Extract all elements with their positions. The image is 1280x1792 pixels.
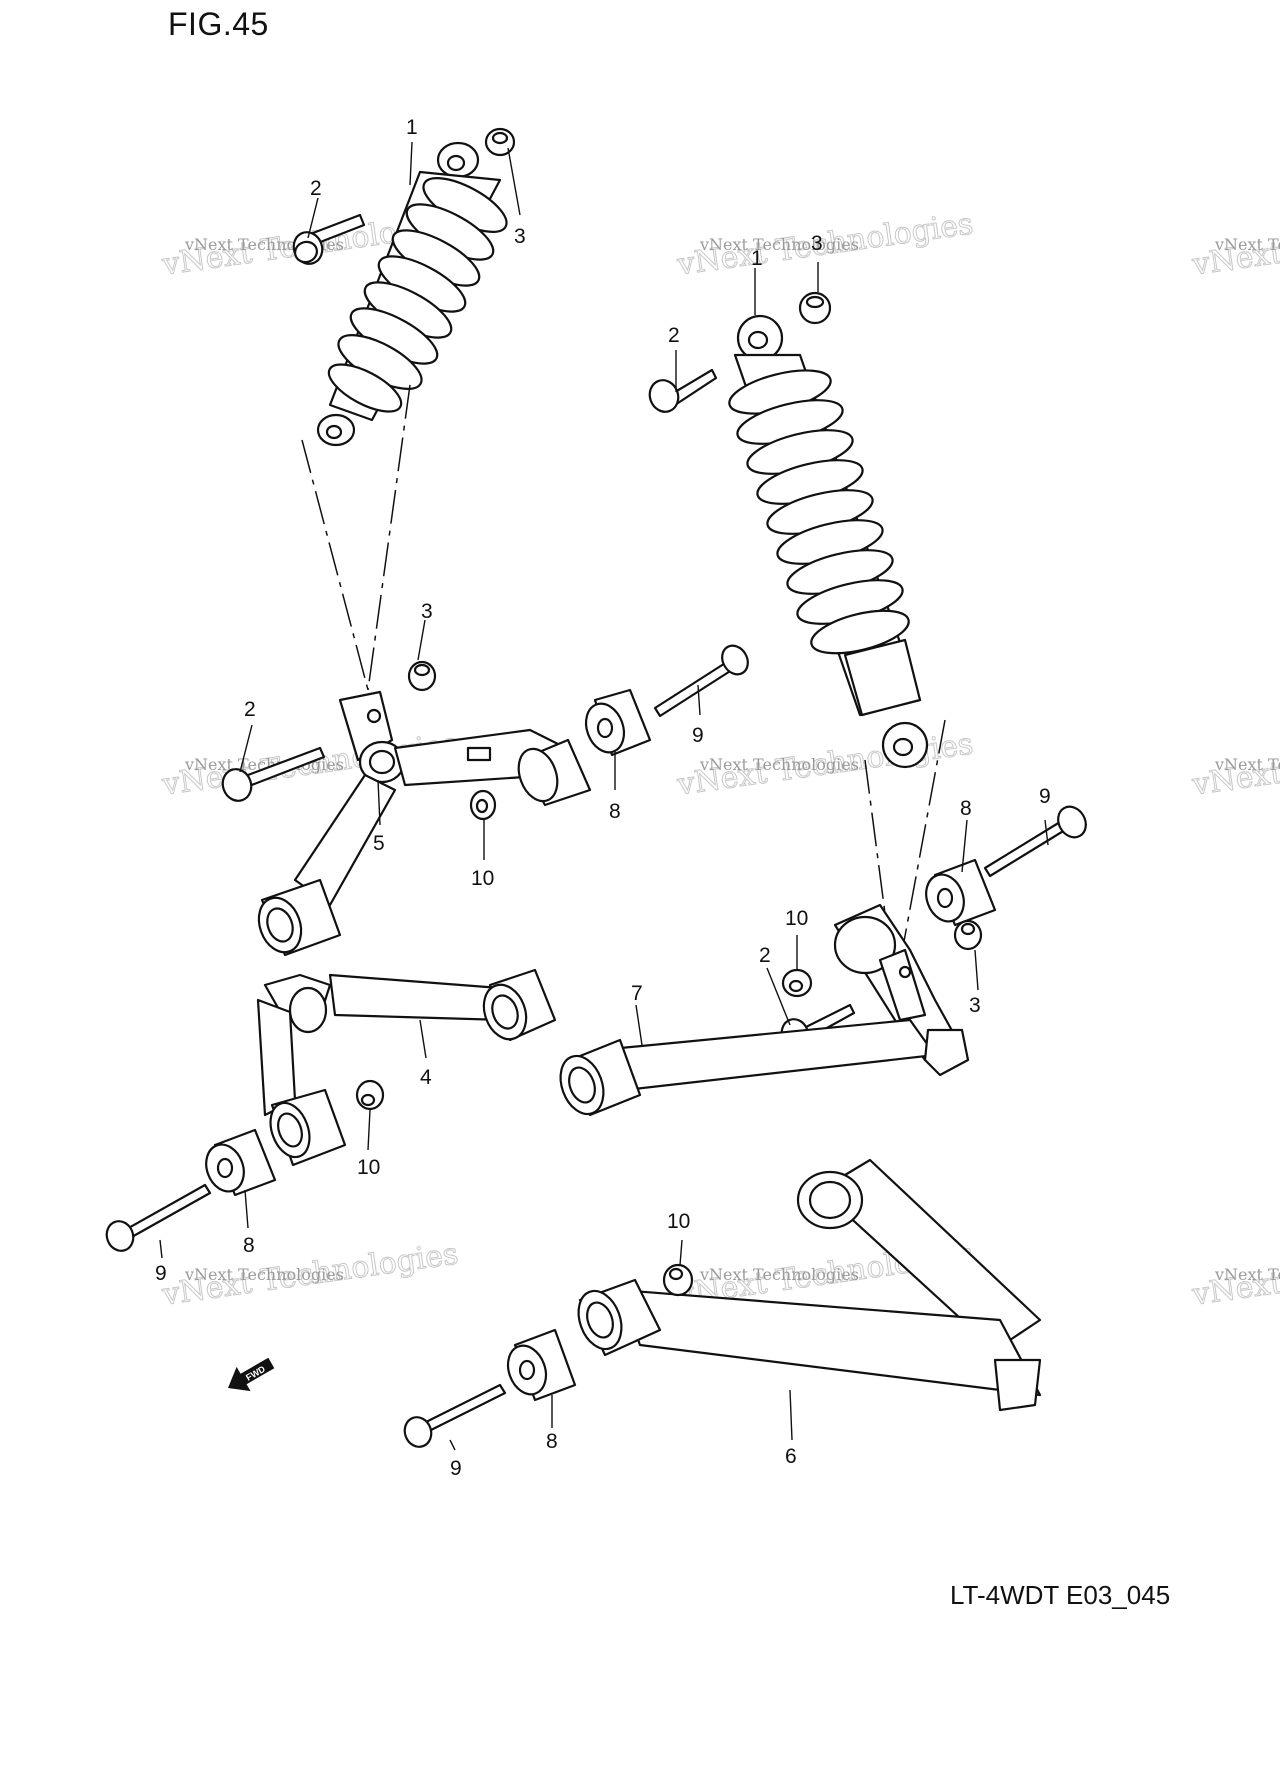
callout-9: 9 bbox=[692, 724, 704, 747]
callout-1: 1 bbox=[406, 116, 418, 139]
left-upper-arm bbox=[257, 690, 592, 957]
callout-9: 9 bbox=[1039, 785, 1051, 808]
nut-icon bbox=[469, 789, 497, 821]
watermark-text: vNext Technologies bbox=[1214, 235, 1280, 254]
bushing-icon bbox=[506, 1328, 577, 1402]
callout-8: 8 bbox=[243, 1234, 255, 1257]
callout-3: 3 bbox=[811, 232, 823, 255]
leader-lines bbox=[159, 141, 1049, 1451]
callout-10: 10 bbox=[785, 907, 808, 930]
bushing-icon bbox=[584, 688, 652, 757]
right-shock-absorber bbox=[728, 314, 946, 991]
left-lower-arm bbox=[256, 968, 557, 1167]
watermark: vNext Technologies vNext Technologies bbox=[1189, 726, 1280, 803]
callout-10: 10 bbox=[471, 867, 494, 890]
watermark-text: vNext Technologies bbox=[699, 1265, 859, 1284]
watermark-text: vNext Technologies bbox=[184, 1265, 344, 1284]
callout-10: 10 bbox=[667, 1210, 690, 1233]
drawing-code: LT-4WDT E03_045 bbox=[950, 1580, 1171, 1610]
callout-7: 7 bbox=[631, 982, 643, 1005]
watermark: vNext Technologies vNext Technologies bbox=[159, 1236, 461, 1313]
callout-8: 8 bbox=[609, 800, 621, 823]
callout-3: 3 bbox=[421, 600, 433, 623]
nut-icon bbox=[953, 919, 983, 951]
watermark-text: vNext Technologies bbox=[1214, 755, 1280, 774]
callout-10: 10 bbox=[357, 1156, 380, 1179]
nut-icon bbox=[781, 968, 813, 998]
callout-5: 5 bbox=[373, 832, 385, 855]
watermark-text: vNext Technologies bbox=[1214, 1265, 1280, 1284]
right-spring bbox=[728, 369, 910, 655]
watermark-text: vNext Technologies bbox=[699, 755, 859, 774]
callout-2: 2 bbox=[668, 324, 680, 347]
callout-8: 8 bbox=[960, 797, 972, 820]
bolt-icon bbox=[403, 1383, 507, 1448]
callout-2: 2 bbox=[310, 177, 322, 200]
callout-labels: 1 2 3 3 2 5 10 8 9 4 10 8 9 1 2 3 9 8 10… bbox=[155, 116, 1051, 1480]
nut-icon bbox=[355, 1079, 385, 1111]
callout-6: 6 bbox=[785, 1445, 797, 1468]
callout-4: 4 bbox=[420, 1066, 432, 1089]
callout-1: 1 bbox=[751, 247, 763, 270]
callout-9: 9 bbox=[155, 1262, 167, 1285]
callout-3: 3 bbox=[969, 994, 981, 1017]
forward-arrow-icon: FWD bbox=[228, 1357, 275, 1392]
nut-icon bbox=[662, 1263, 694, 1297]
watermark: vNext Technologies vNext Technologies bbox=[674, 206, 976, 283]
left-spring bbox=[327, 177, 508, 413]
bolt-icon bbox=[653, 644, 749, 718]
bolt-icon bbox=[292, 213, 366, 265]
nut-icon bbox=[798, 291, 832, 325]
bolt-icon bbox=[221, 746, 326, 802]
right-lower-arm bbox=[577, 1158, 1042, 1412]
bolt-icon bbox=[648, 368, 718, 413]
watermark: vNext Technologies vNext Technologies bbox=[1189, 1236, 1280, 1313]
bolt-icon bbox=[983, 805, 1087, 878]
callout-9: 9 bbox=[450, 1457, 462, 1480]
watermark-text: vNext Technologies bbox=[699, 235, 859, 254]
bushing-icon bbox=[205, 1128, 277, 1197]
bolt-icon bbox=[105, 1183, 212, 1252]
nut-icon bbox=[407, 660, 437, 692]
callout-2: 2 bbox=[759, 944, 771, 967]
left-shock-absorber bbox=[301, 141, 508, 691]
callout-3: 3 bbox=[514, 225, 526, 248]
callout-2: 2 bbox=[244, 698, 256, 721]
watermark: vNext Technologies vNext Technologies bbox=[1189, 206, 1280, 283]
figure-title: FIG.45 bbox=[168, 6, 269, 42]
callout-8: 8 bbox=[546, 1430, 558, 1453]
watermark: vNext Technologies vNext Technologies bbox=[674, 726, 976, 803]
nut-icon bbox=[484, 127, 516, 157]
right-upper-arm bbox=[559, 903, 970, 1117]
bushing-icon bbox=[925, 858, 997, 927]
